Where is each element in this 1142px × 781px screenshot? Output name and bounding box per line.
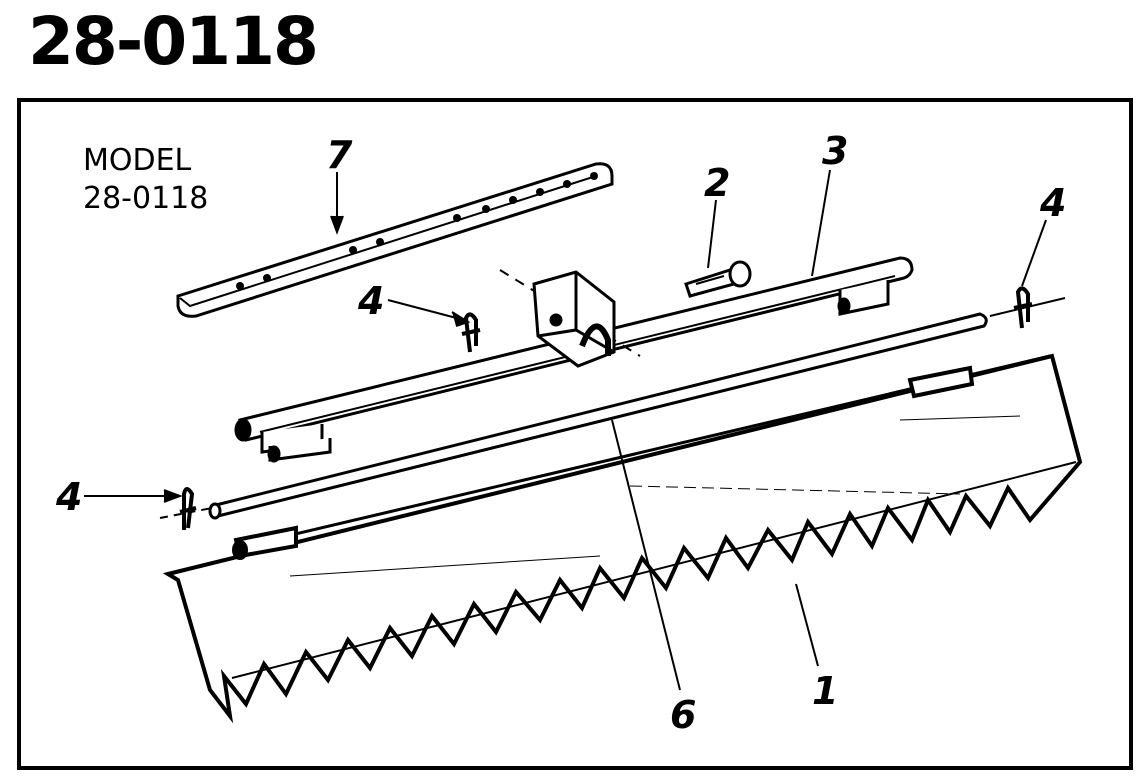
hairpin-clip-right — [1013, 286, 1033, 329]
part-toothed-blade — [162, 353, 1083, 724]
hairpin-clip-center — [461, 312, 481, 353]
leader-lines — [84, 169, 1047, 691]
callout-4-center: 4 — [357, 279, 384, 323]
callout-1: 1 — [812, 669, 838, 713]
part-long-rod — [159, 297, 1066, 520]
callout-6: 6 — [670, 693, 696, 737]
diagram-frame: MODEL 28-0118 — [17, 98, 1133, 770]
model-label-line1: MODEL — [83, 143, 192, 178]
hairpin-clip-left — [179, 487, 197, 530]
callout-4-left: 4 — [55, 475, 82, 519]
callout-3: 3 — [822, 129, 848, 173]
model-label: MODEL 28-0118 — [83, 142, 208, 218]
part-flat-bar — [176, 162, 614, 318]
callout-2: 2 — [704, 161, 730, 205]
callout-7: 7 — [326, 133, 353, 177]
part-hitch-clamp — [499, 269, 641, 368]
callout-4-right: 4 — [1039, 181, 1066, 225]
part-bolt — [684, 260, 752, 298]
model-label-line2: 28-0118 — [83, 181, 209, 216]
page-title: 28-0118 — [28, 3, 319, 80]
